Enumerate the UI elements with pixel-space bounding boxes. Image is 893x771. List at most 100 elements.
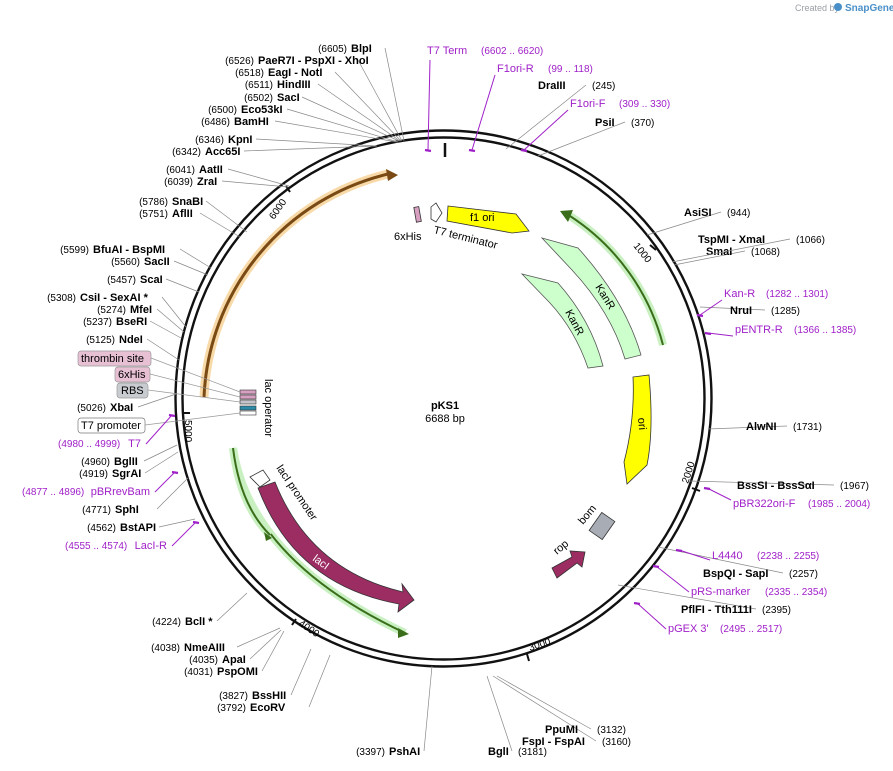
site-name: NmeAIII: [184, 642, 225, 654]
features: f1 ori 6xHis T7 terminator KanR KanR ori…: [199, 169, 667, 638]
his-box: [114, 366, 151, 383]
orange-feature-arc: [202, 172, 389, 398]
restriction-sites: (6605)BlpI(6526)PaeR7I - PspXI - XhoI(65…: [47, 43, 869, 758]
kanr-arrow-inner: [520, 273, 604, 369]
site-sgrai: (4919)SgrAI: [79, 451, 179, 480]
primer-range: (1366 .. 1385): [794, 325, 856, 336]
primer-leader-line: [707, 332, 734, 337]
site-name: FspI - FspAI: [522, 736, 585, 748]
site-position: (4919): [79, 469, 108, 480]
site-psii: PsiI(370): [537, 117, 654, 157]
site-name: Acc65I: [205, 146, 240, 158]
site-name: NdeI: [119, 334, 143, 346]
primer-t7-term: T7 Term (6602 .. 6620): [424, 45, 543, 153]
site-leader-line: [646, 211, 722, 236]
snapgene-logo-icon: [834, 3, 842, 11]
site-leader-line: [537, 121, 626, 157]
site-name: AlwNI: [746, 421, 777, 433]
backbone: [174, 129, 713, 668]
primer-leader-line: [636, 602, 667, 630]
primer-leader-line: [699, 299, 723, 316]
site-position: (4038): [151, 643, 180, 654]
primer-pentr-r: pENTR-R(1366 .. 1385): [704, 324, 856, 337]
primer-name: pBR322ori-F: [733, 498, 796, 510]
site-name: BglI: [488, 746, 509, 758]
site-position: (3181): [518, 747, 547, 758]
site-bgli: BglI (3181): [486, 675, 547, 758]
primer-prs-marker: pRS-marker(2335 .. 2354): [652, 564, 827, 598]
site-ppumi: PpuMI(3132): [496, 675, 626, 736]
ori-label: ori: [635, 417, 648, 430]
site-position: (3827): [219, 691, 248, 702]
site-position: (6511): [245, 80, 273, 91]
tick-5000: 5000: [182, 420, 193, 443]
primer-binding-mark: [171, 470, 179, 475]
site-leader-line: [334, 71, 402, 142]
t7-promoter-box: [77, 417, 146, 434]
site-name: BlpI: [351, 43, 372, 55]
site-name: SacI: [277, 92, 300, 104]
primer-range: (4877 .. 4896): [22, 487, 84, 498]
site-name: HindIII: [277, 79, 311, 91]
site-eco53ki: (6500)Eco53kI: [208, 104, 399, 143]
site-name: MfeI: [130, 304, 152, 316]
site-tspmi: TspMI - XmaI(1066): [671, 234, 825, 263]
site-position: (6486): [201, 117, 230, 128]
site-position: (5751): [139, 209, 168, 220]
site-leader-line: [286, 108, 399, 143]
bom-box: [588, 511, 616, 541]
site-leader-line: [216, 592, 248, 622]
rbs-box: [116, 382, 149, 399]
site-paer7i: (6526)PaeR7I - PspXI - XhoI: [225, 55, 403, 142]
f1-ori-arrow: [446, 205, 530, 234]
site-name: BssHII: [252, 690, 286, 702]
primer-range: (6602 .. 6620): [481, 46, 543, 57]
site-leader-line: [221, 180, 289, 188]
site-name: BclI *: [185, 616, 213, 628]
site-position: (5237): [83, 317, 112, 328]
site-name: ScaI: [140, 274, 163, 286]
primer-binding-mark: [424, 148, 432, 153]
site-name: SnaBI: [172, 196, 203, 208]
site-leader-line: [505, 84, 587, 150]
site-leader-line: [673, 250, 746, 266]
site-position: (944): [727, 208, 750, 219]
kanr-line-arrowhead: [560, 210, 573, 222]
primer-leader-line: [471, 74, 496, 151]
tick-1000: 1000: [631, 241, 654, 266]
site-fspi: FspI - FspAI(3160): [492, 675, 631, 748]
snapgene-watermark: Created by SnapGene: [795, 3, 893, 14]
site-bglii: (4960)BglII: [81, 444, 178, 468]
site-name: SphI: [115, 504, 139, 516]
primer-name: T7 Term: [427, 45, 467, 57]
site-hindiii: (6511) HindIII: [245, 79, 401, 142]
primer-leader-line: [171, 521, 197, 547]
rbs-shape: [239, 399, 257, 405]
kanr-arrow-outer: [540, 237, 642, 360]
primer-name: T7: [128, 438, 141, 450]
primer-range: (99 .. 118): [548, 64, 593, 75]
site-leader-line: [179, 248, 212, 269]
site-leader-line: [317, 83, 401, 142]
site-position: (370): [631, 118, 654, 129]
site-name: NruI: [730, 305, 752, 317]
site-bfuai: (5599)BfuAI - BspMI: [60, 244, 212, 269]
site-name: PpuMI: [545, 724, 578, 736]
primer-binding-mark: [520, 148, 528, 153]
site-position: (5457): [107, 275, 136, 286]
primer-leader-line: [523, 109, 569, 151]
site-name: AsiSI: [684, 207, 712, 219]
left-feature-boxes: thrombin site 6xHis RBS T7 promoter: [77, 350, 241, 434]
site-leader-line: [707, 425, 788, 430]
t7-terminator-shape: [430, 202, 443, 223]
site-leader-line: [161, 296, 187, 328]
laci-promoter-shape: [249, 469, 271, 488]
his-top-label: 6xHis: [394, 231, 422, 243]
site-position: (3792): [217, 703, 246, 714]
site-position: (245): [592, 81, 615, 92]
thrombin-site-box: [77, 350, 152, 367]
primers: T7 Term(6602 .. 6620)F1ori-R(99 .. 118)F…: [22, 45, 870, 635]
plasmid-name: pKS1: [431, 400, 459, 412]
site-sphi: (4771)SphI: [82, 477, 189, 516]
primer-name: F1ori-R: [497, 63, 534, 75]
